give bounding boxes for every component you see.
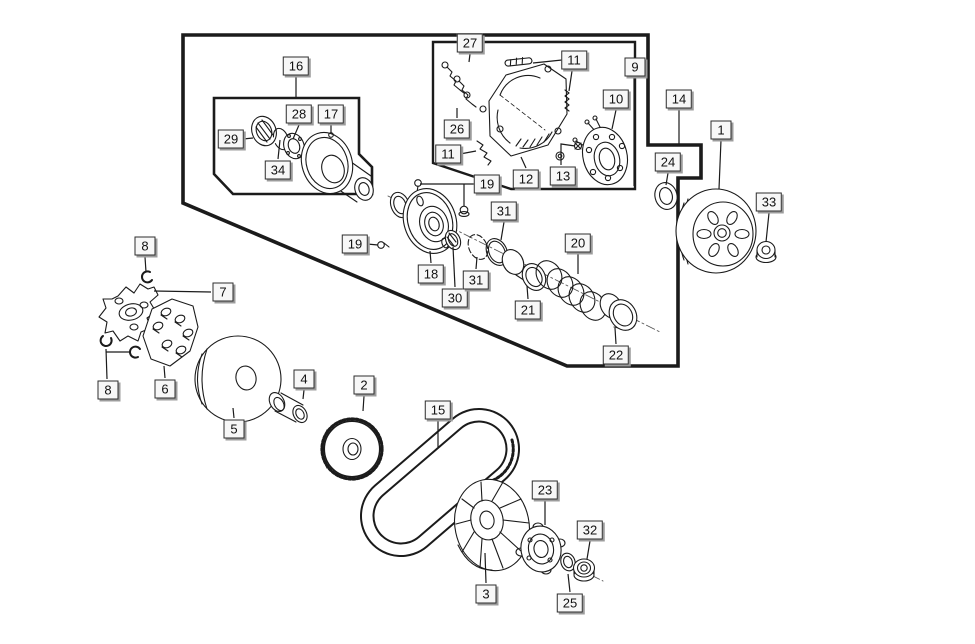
leader-line-22 [614,327,617,345]
drive-face-rear-part [194,335,282,423]
part-label-25: 25 [556,593,584,613]
crank-nut-part [572,558,596,582]
part-label-12: 12 [512,169,540,189]
part-label-32: 32 [576,520,604,540]
roller-plate-part [142,298,199,367]
fan-drive-face-part [454,478,530,572]
leader-line-24 [665,172,669,186]
part-label-17: 17 [317,104,345,124]
leader-line-30 [452,246,456,288]
washer-part [560,552,576,572]
part-label-2: 2 [353,375,375,395]
part-label-13: 13 [549,166,577,186]
leader-lines [105,53,770,593]
leader-line-6 [163,365,166,379]
leader-line-34 [277,139,281,160]
leader-line-27 [468,53,471,63]
part-label-7: 7 [212,282,234,302]
part-label-29: 29 [217,129,245,149]
part-label-3: 3 [475,584,497,604]
part-label-22: 22 [602,345,630,365]
leader-line-10 [611,109,617,130]
part-label-5: 5 [223,419,245,439]
part-label-18: 18 [417,264,445,284]
leader-line-31 [475,256,478,270]
part-label-34: 34 [264,160,292,180]
drive-belt-part [360,408,520,557]
part-label-4: 4 [293,369,315,389]
sprocket-gear-part [320,417,384,481]
part-label-31: 31 [462,270,490,290]
part-label-8: 8 [97,380,119,400]
ramp-plate-part [98,283,159,342]
leader-line-12 [520,156,527,169]
leader-line-8 [144,256,147,273]
part-label-11: 11 [561,50,587,70]
leader-line-33 [765,212,770,243]
clutch-spring-part [535,260,607,321]
part-label-28: 28 [285,104,313,124]
part-label-30: 30 [441,288,469,308]
leader-line-5 [232,407,235,419]
part-label-1: 1 [710,120,732,140]
spacer-bushing-part [268,392,308,424]
leader-line-28 [292,124,300,140]
leader-line-11 [568,70,573,92]
leader-line-1 [718,139,722,190]
leader-line-32 [586,540,591,560]
starter-ratchet-part [515,522,566,575]
part-label-10: 10 [602,89,630,109]
part-label-20: 20 [564,233,592,253]
diagram-frames [181,33,703,368]
retainer-clip-parts [99,270,153,359]
driven-pulley-group [377,179,638,331]
leader-line-4 [302,389,305,400]
part-label-16: 16 [282,56,310,76]
variator-shaft-group [251,115,374,203]
clutch-bell-group [654,182,777,274]
outer-border [181,33,703,368]
leader-line-7 [153,290,212,293]
inset-box-clutch-shoes [431,40,637,191]
leader-line-11 [532,59,563,64]
part-label-21: 21 [514,300,542,320]
leader-line-29 [242,137,254,140]
leader-line-18 [429,250,432,264]
part-label-9: 9 [624,57,646,77]
part-label-8: 8 [134,236,156,256]
part-label-27: 27 [456,33,484,53]
part-label-33: 33 [755,192,783,212]
inset-box-variator-shaft [212,96,374,196]
part-label-6: 6 [154,379,176,399]
part-label-19: 19 [341,234,369,254]
leader-line-8 [105,348,108,380]
leader-line-21 [526,285,529,300]
part-label-23: 23 [531,480,559,500]
leader-line-19 [366,243,379,246]
leader-line-11 [459,150,477,155]
leader-line-31 [500,221,505,241]
part-label-31: 31 [490,201,518,221]
leader-line-13 [560,143,576,165]
part-label-15: 15 [424,400,452,420]
leader-line-2 [362,395,365,412]
part-label-24: 24 [654,152,682,172]
leader-line-3 [484,552,487,584]
part-label-11: 11 [435,144,461,164]
leader-line-25 [567,573,571,593]
part-label-26: 26 [443,119,471,139]
part-label-19: 19 [473,174,501,194]
part-label-14: 14 [665,89,693,109]
clutch-shoe-kit-group [441,56,629,186]
part-drawings [98,56,777,582]
